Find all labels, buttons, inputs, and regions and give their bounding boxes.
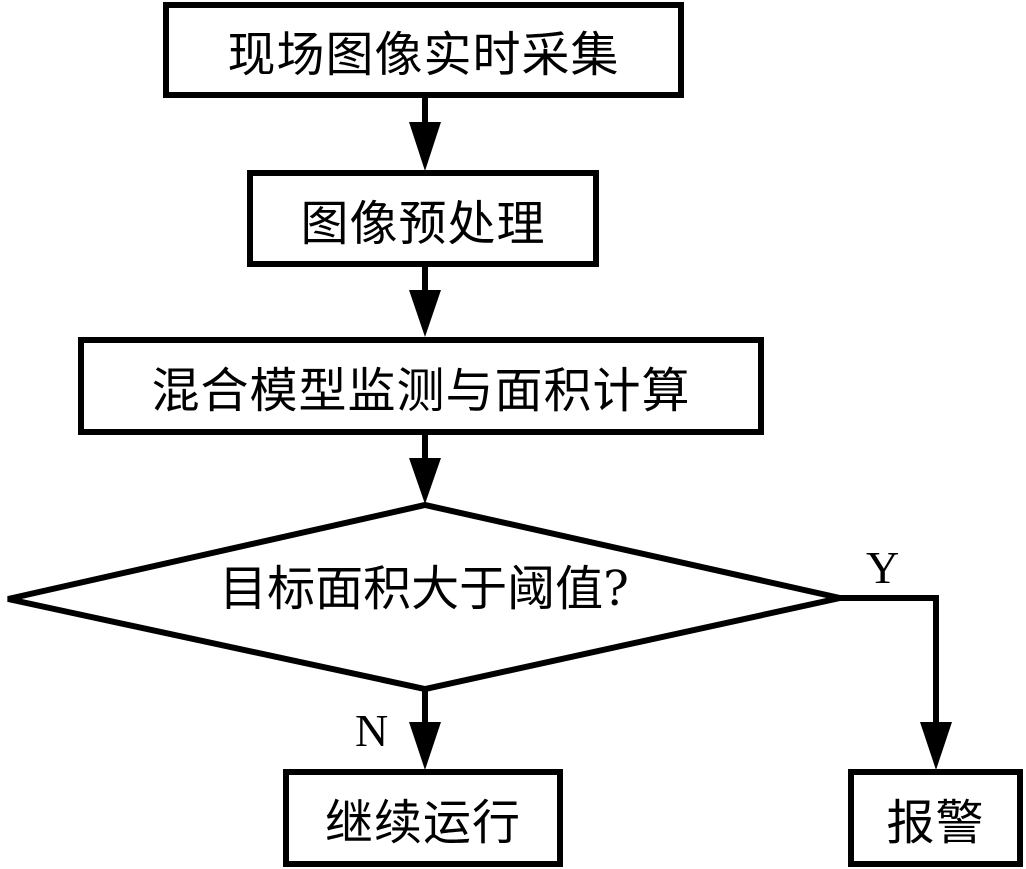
edge-preprocess-to-detect bbox=[409, 266, 441, 337]
node-capture: 现场图像实时采集 bbox=[163, 2, 684, 98]
edge-capture-to-preprocess bbox=[409, 96, 441, 171]
node-alarm: 报警 bbox=[848, 769, 1023, 867]
node-capture-text: 现场图像实时采集 bbox=[227, 27, 620, 83]
edge-decision-to-continue bbox=[409, 689, 441, 770]
edge-decision-to-alarm bbox=[840, 595, 952, 770]
node-detect-text: 混合模型监测与面积计算 bbox=[151, 363, 691, 419]
edge-label-no: N bbox=[355, 705, 389, 756]
node-continue-text: 继续运行 bbox=[324, 795, 521, 851]
node-decision-text: 目标面积大于阈值? bbox=[219, 561, 629, 617]
node-detect: 混合模型监测与面积计算 bbox=[78, 337, 764, 435]
node-preprocess-text: 图像预处理 bbox=[300, 195, 546, 252]
node-preprocess: 图像预处理 bbox=[247, 170, 599, 267]
node-continue: 继续运行 bbox=[283, 769, 563, 867]
edge-detect-to-decision bbox=[409, 434, 441, 504]
node-alarm-text: 报警 bbox=[886, 795, 985, 851]
edge-label-yes: Y bbox=[866, 542, 900, 593]
